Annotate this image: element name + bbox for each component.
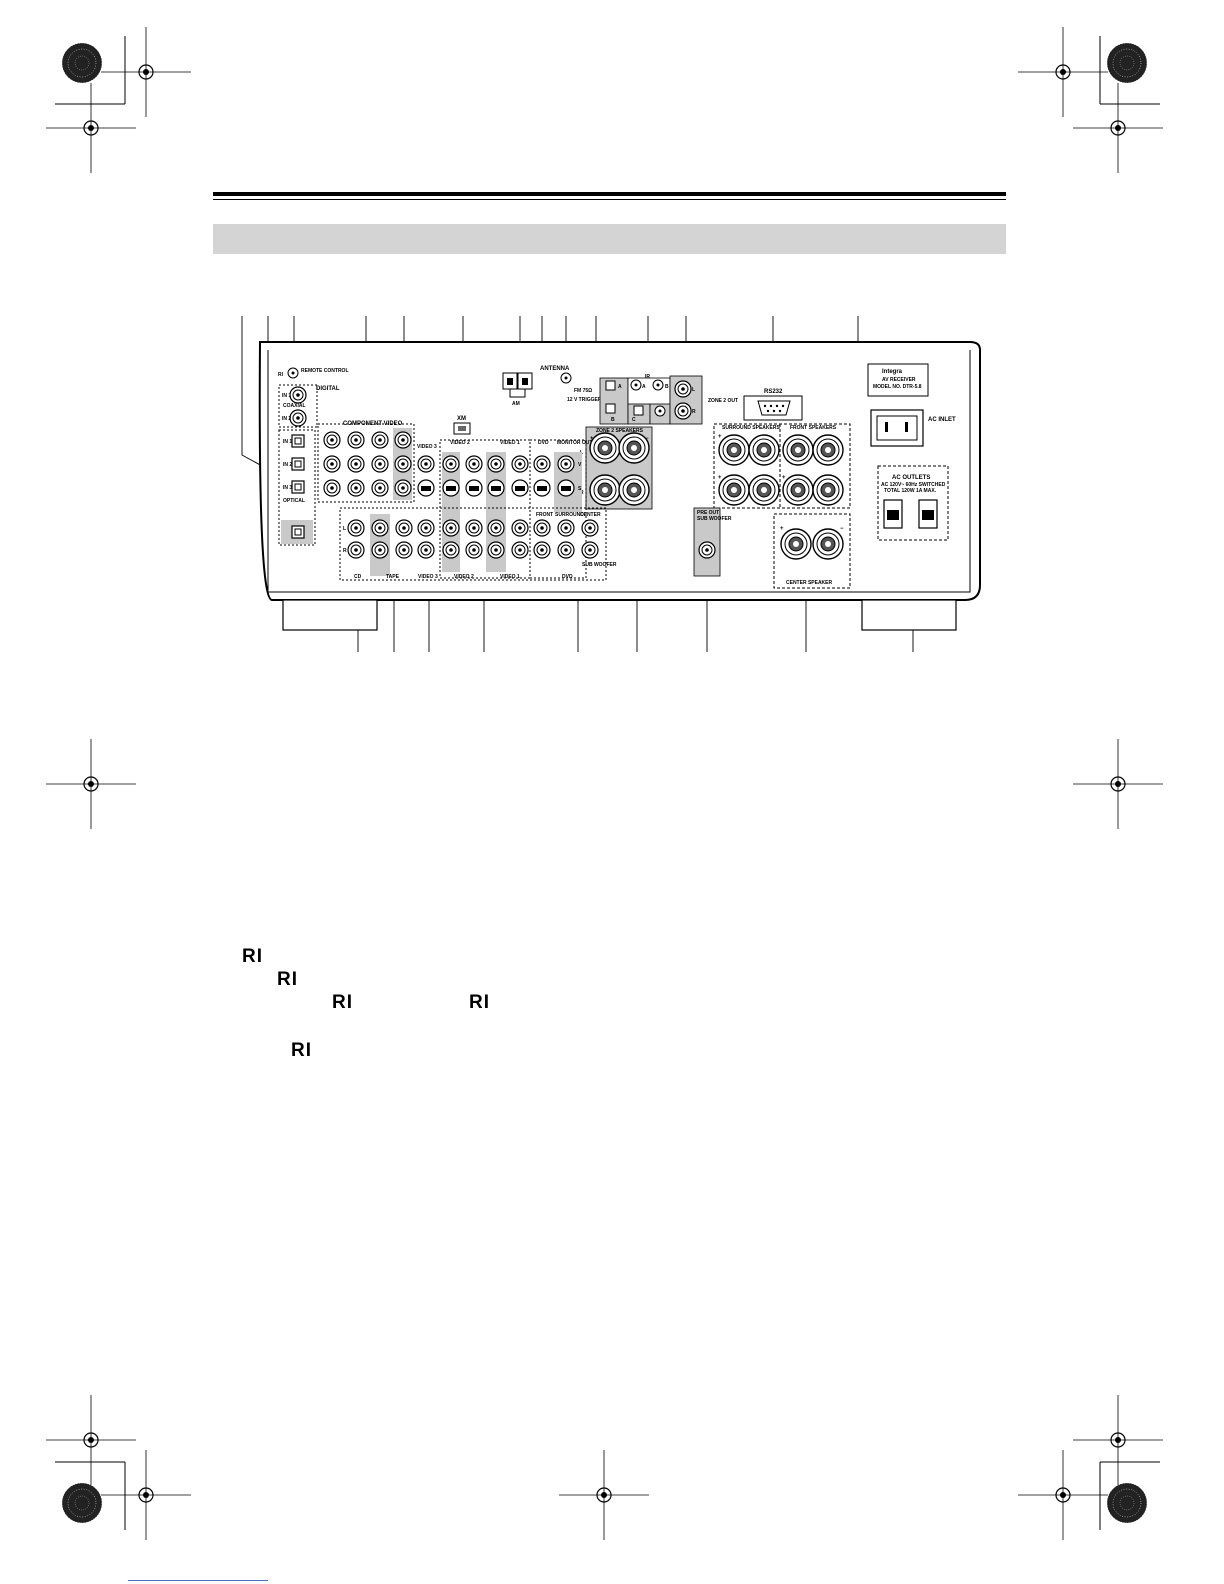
coax-in1-label: IN 1 — [282, 393, 291, 399]
video1-label-bottom: VIDEO 1 — [500, 574, 520, 580]
video2-label-bottom: VIDEO 2 — [454, 574, 474, 580]
digital-label: DIGITAL — [316, 386, 340, 392]
monitor-out-label: MONITOR OUT — [557, 440, 592, 446]
header-rule-thin — [213, 199, 1006, 200]
rs232-label: RS232 — [764, 389, 783, 395]
brand-label: Integra — [882, 369, 903, 375]
video3-label-bottom: VIDEO 3 — [418, 574, 438, 580]
center-label: CENTER — [580, 512, 601, 518]
svg-text:−: − — [645, 436, 649, 442]
component-video-label: COMPONENT VIDEO — [343, 421, 403, 427]
footer-link-underline[interactable] — [128, 1580, 268, 1581]
zone2-r-label: R — [692, 409, 696, 415]
trigger-c-label: C — [632, 417, 636, 423]
surround-speakers-label: SURROUND SPEAKERS — [722, 425, 780, 431]
crop-top-left — [45, 26, 192, 174]
ac-outlets-label: AC OUTLETS — [892, 475, 930, 481]
svg-text:+: + — [718, 475, 722, 481]
remote-control-label: REMOTE CONTROL — [301, 368, 349, 374]
ir-b-label: B — [665, 384, 669, 390]
front-speakers-label: FRONT SPEAKERS — [790, 425, 837, 431]
svg-text:+: + — [780, 526, 784, 532]
ri-logo-5: RI — [291, 1040, 312, 1061]
surround-label: SURROUND — [555, 512, 584, 518]
zone2-speakers-group: ZONE 2 SPEAKERS + − L R — [580, 426, 653, 510]
center-speaker: + − CENTER SPEAKER — [773, 513, 851, 589]
opt-in2-label: IN 2 — [283, 462, 292, 468]
model-plate: Integra AV RECEIVER MODEL NO. DTR-5.8 — [867, 363, 929, 397]
trigger-a-label: A — [618, 384, 622, 390]
monitor-v-label: V — [578, 462, 582, 468]
surround-front-speakers: SURROUND SPEAKERS FRONT SPEAKERS + + + — [713, 423, 851, 509]
zone2-l-label: L — [692, 387, 695, 393]
model-line1: AV RECEIVER — [882, 377, 916, 383]
audio-r-label: R — [343, 548, 347, 554]
pre-out-sub-label: SUB WOOFER — [697, 516, 732, 522]
front-label: FRONT — [536, 512, 553, 518]
dvd-label-top: DVD — [538, 440, 549, 446]
svg-text:+: + — [782, 475, 786, 481]
center-speaker-label: CENTER SPEAKER — [786, 580, 833, 586]
dvd-label-bottom: DVD — [562, 574, 573, 580]
ac-outlets: AC OUTLETS AC 120V~ 60Hz SWITCHED TOTAL … — [877, 465, 949, 541]
section-title-bar — [213, 224, 1006, 254]
coax-in2-label: IN 2 — [282, 416, 291, 422]
digital-coaxial-group: DIGITAL IN 1 IN 2 COAXIAL — [278, 384, 340, 428]
antenna-group: ANTENNA AM FM 75Ω — [502, 366, 592, 407]
opt-in1-label: IN 1 — [283, 439, 292, 445]
zone2-out-label: ZONE 2 OUT — [708, 398, 738, 404]
remote-ri-label: RI — [278, 372, 284, 378]
xm-jack: XM — [453, 416, 471, 435]
rs232-port: RS232 — [743, 389, 803, 421]
ac-inlet: AC INLET — [870, 409, 956, 447]
video2-label-top: VIDEO 2 — [450, 440, 470, 446]
svg-text:−: − — [840, 526, 844, 532]
tape-label: TAPE — [386, 574, 400, 580]
am-label: AM — [512, 401, 520, 407]
audio-inputs: L R FRONT SURROUND CENTER SUB WOOFER CD … — [339, 507, 617, 581]
trigger-ir-group: 12 V TRIGGER OUT A B IR A B C — [567, 374, 671, 425]
xm-label: XM — [457, 416, 466, 422]
ac-outlets-total: TOTAL 120W 1A MAX. — [884, 488, 937, 494]
audio-l-label: L — [343, 526, 346, 532]
crop-bottom-right — [1017, 1394, 1164, 1541]
component-video-group: COMPONENT VIDEO — [317, 421, 415, 503]
ri-logo-3: RI — [332, 992, 353, 1013]
opt-in3-label: IN 3 — [283, 485, 292, 491]
digital-optical-group: IN 1 IN 2 IN 3 OPTICAL — [278, 429, 316, 546]
crop-top-right — [1017, 26, 1164, 174]
video3-label: VIDEO 3 — [417, 444, 437, 450]
ir-label: IR — [645, 374, 650, 380]
trigger-out-label: 12 V TRIGGER OUT — [567, 397, 613, 403]
ri-logo-2: RI — [277, 969, 298, 990]
optical-label: OPTICAL — [283, 498, 305, 504]
pre-out-label: PRE OUT — [697, 510, 719, 516]
trigger-b-label: B — [611, 417, 615, 423]
zone2-speakers-label: ZONE 2 SPEAKERS — [596, 428, 644, 434]
ac-outlets-spec: AC 120V~ 60Hz SWITCHED — [881, 482, 946, 488]
header-rule-thick — [213, 192, 1006, 196]
fm-label: FM 75Ω — [574, 388, 592, 394]
pre-out-subwoofer: PRE OUT SUB WOOFER — [693, 507, 732, 577]
ri-logo-1: RI — [242, 946, 263, 967]
svg-text:+: + — [718, 434, 722, 440]
monitor-s-label: S — [578, 486, 582, 492]
ri-logo-4: RI — [469, 992, 490, 1013]
video1-label-top: VIDEO 1 — [500, 440, 520, 446]
ir-a-label: A — [642, 384, 646, 390]
cd-label: CD — [354, 574, 362, 580]
crop-bottom-left — [45, 1394, 192, 1541]
model-line2: MODEL NO. DTR-5.8 — [873, 384, 922, 390]
antenna-label: ANTENNA — [540, 366, 570, 372]
video-inputs: VIDEO 3 VIDEO 2 VIDEO 1 DVD MONITOR OUT … — [417, 439, 592, 579]
sub-label: SUB WOOFER — [582, 562, 617, 568]
zone2-out-group: L R ZONE 2 OUT — [669, 375, 738, 425]
remote-control-jack: RI REMOTE CONTROL — [278, 367, 349, 379]
svg-text:+: + — [590, 436, 594, 442]
coaxial-label: COAXIAL — [283, 403, 306, 409]
ac-inlet-label: AC INLET — [928, 417, 956, 423]
